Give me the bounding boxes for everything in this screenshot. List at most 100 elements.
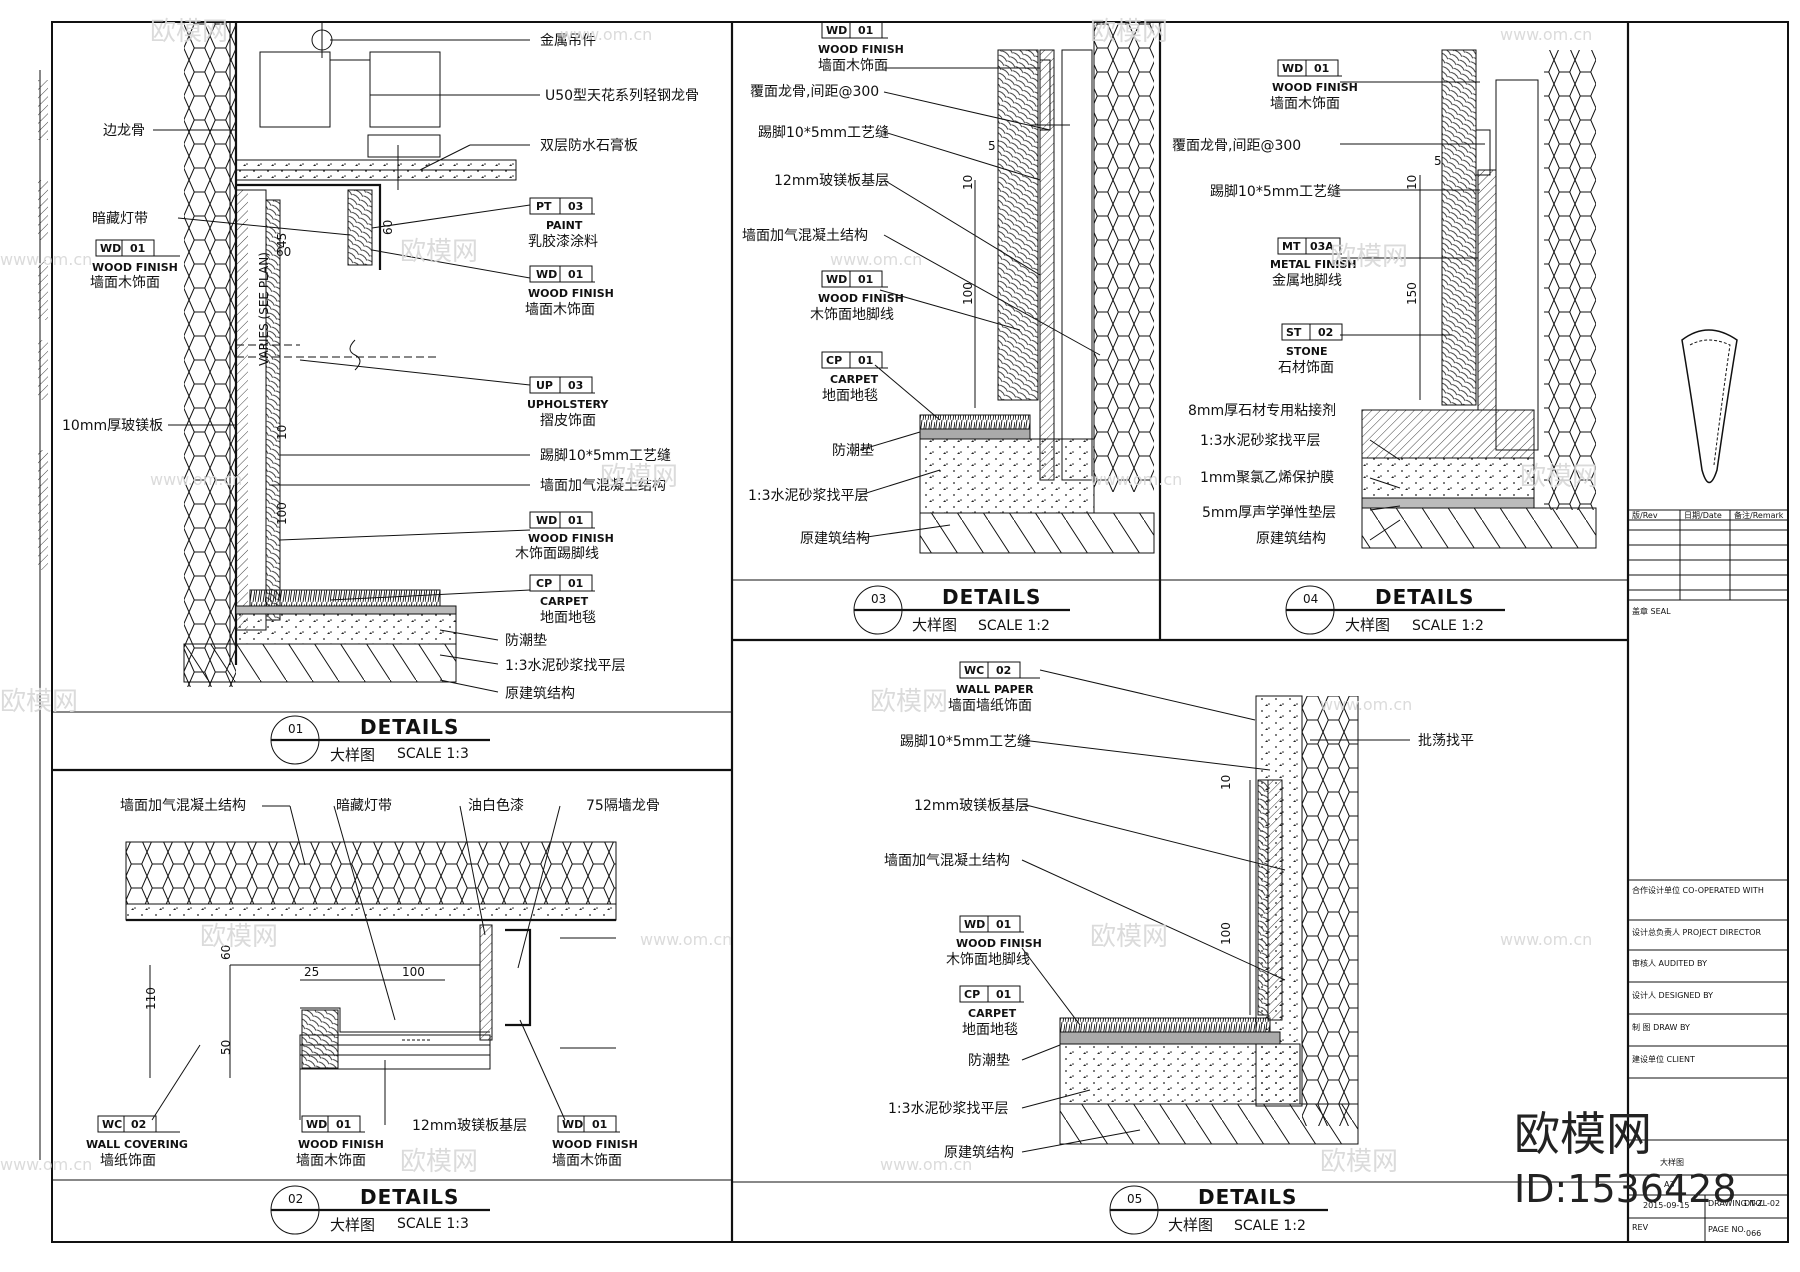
svg-text:设计人 DESIGNED BY: 设计人 DESIGNED BY <box>1632 990 1713 1000</box>
p3-label-gap: 踢脚10*5mm工艺缝 <box>758 125 889 141</box>
svg-text:01: 01 <box>288 722 303 736</box>
svg-text:墙面木饰面: 墙面木饰面 <box>525 302 595 318</box>
svg-text:欧模网: 欧模网 <box>0 687 78 717</box>
svg-text:SCALE 1:2: SCALE 1:2 <box>1234 1218 1306 1234</box>
svg-text:WOOD FINISH: WOOD FINISH <box>298 1138 384 1151</box>
p2-dim-100: 100 <box>402 965 425 979</box>
panel-05-title: 05 DETAILS 大样图 SCALE 1:2 <box>1109 1185 1328 1235</box>
svg-text:WC: WC <box>102 1118 122 1131</box>
svg-text:WD: WD <box>964 918 985 931</box>
svg-text:CARPET: CARPET <box>540 595 589 608</box>
svg-text:WOOD FINISH: WOOD FINISH <box>92 261 178 274</box>
svg-text:WOOD FINISH: WOOD FINISH <box>528 287 614 300</box>
svg-text:PT: PT <box>536 200 552 213</box>
panel-04-title: 04 DETAILS 大样图 SCALE 1:2 <box>1285 585 1505 635</box>
p1-label-u50: U50型天花系列轻钢龙骨 <box>545 88 699 104</box>
svg-text:WD: WD <box>1282 62 1303 75</box>
svg-text:01: 01 <box>568 268 583 281</box>
svg-text:DETAILS: DETAILS <box>942 585 1041 609</box>
svg-text:WD: WD <box>306 1118 327 1131</box>
svg-text:CP: CP <box>826 354 842 367</box>
p1-label-mortar: 1:3水泥砂浆找平层 <box>505 658 626 674</box>
svg-text:02: 02 <box>288 1192 303 1206</box>
svg-text:01: 01 <box>130 242 145 255</box>
p4-label-mortar: 1:3水泥砂浆找平层 <box>1200 433 1321 449</box>
p5-label-moisture: 防潮垫 <box>968 1053 1010 1069</box>
svg-text:PAGE NO.: PAGE NO. <box>1708 1225 1746 1234</box>
svg-text:A3: A3 <box>1664 1180 1675 1189</box>
p1-label-hanger: 金属吊件 <box>540 33 596 49</box>
svg-text:www.om.cn: www.om.cn <box>1320 695 1412 714</box>
svg-text:01: 01 <box>592 1118 607 1131</box>
svg-text:大样图: 大样图 <box>912 616 957 634</box>
svg-text:www.om.cn: www.om.cn <box>150 470 242 489</box>
p4-tag-wood: WD 01 WOOD FINISH 墙面木饰面 <box>1270 59 1358 112</box>
svg-text:欧模网: 欧模网 <box>400 237 478 267</box>
svg-text:欧模网: 欧模网 <box>200 922 278 952</box>
svg-text:墙面木饰面: 墙面木饰面 <box>1270 96 1340 112</box>
svg-text:WALL COVERING: WALL COVERING <box>86 1138 188 1151</box>
svg-text:版/Rev: 版/Rev <box>1632 510 1658 520</box>
svg-text:地面地毯: 地面地毯 <box>962 1022 1018 1038</box>
p1-label-structure: 原建筑结构 <box>505 686 575 702</box>
svg-text:欧模网: 欧模网 <box>1090 17 1168 47</box>
svg-text:STONE: STONE <box>1286 345 1328 358</box>
svg-text:03A: 03A <box>1310 240 1334 253</box>
tb-seal: 盖章 SEAL <box>1632 606 1671 616</box>
svg-text:UPHOLSTERY: UPHOLSTERY <box>527 398 609 411</box>
svg-text:大样图: 大样图 <box>1168 1216 1213 1234</box>
svg-text:www.om.cn: www.om.cn <box>640 930 732 949</box>
svg-text:03: 03 <box>568 379 583 392</box>
panel-04: 5 10 150 覆面龙骨,间距@300 踢脚10*5mm工艺缝 8mm厚石材专… <box>1172 49 1597 635</box>
p4-label-acoustic: 5mm厚声学弹性垫层 <box>1202 505 1336 521</box>
p4-dim-10: 10 <box>1405 175 1419 190</box>
svg-text:欧模网: 欧模网 <box>150 17 228 47</box>
panel-05: 10 100 批荡找平 踢脚10*5mm工艺缝 12mm玻镁板基层 墙面加气混凝… <box>884 661 1474 1235</box>
p1-label-edge: 边龙骨 <box>103 123 145 139</box>
hex-wall <box>184 22 236 687</box>
p3-dim-100: 100 <box>961 282 975 305</box>
p1-dim-60a: 60 <box>276 245 291 259</box>
svg-text:02: 02 <box>1318 326 1333 339</box>
svg-text:木饰面地脚线: 木饰面地脚线 <box>810 307 894 323</box>
svg-text:www.om.cn: www.om.cn <box>1500 930 1592 949</box>
svg-text:WOOD FINISH: WOOD FINISH <box>1272 81 1358 94</box>
p2-dim-110: 110 <box>144 987 158 1010</box>
p3-label-mgo: 12mm玻镁板基层 <box>774 172 889 189</box>
svg-text:MT: MT <box>1282 240 1301 253</box>
p4-dim-150: 150 <box>1405 282 1419 305</box>
svg-text:建设单位 CLIENT: 建设单位 CLIENT <box>1632 1054 1695 1064</box>
svg-text:DETAILS: DETAILS <box>360 1185 459 1209</box>
svg-text:欧模网: 欧模网 <box>870 687 948 717</box>
p1-label-aac: 墙面加气混凝土结构 <box>540 478 666 494</box>
svg-text:欧模网: 欧模网 <box>600 462 678 492</box>
svg-text:WALL PAPER: WALL PAPER <box>956 683 1034 696</box>
p1-dim-45: 45 <box>275 233 289 248</box>
svg-text:WD: WD <box>826 273 847 286</box>
svg-text:www.om.cn: www.om.cn <box>1500 25 1592 44</box>
p2-label-light: 暗藏灯带 <box>336 798 392 814</box>
svg-text:01: 01 <box>1314 62 1329 75</box>
svg-text:CP: CP <box>964 988 980 1001</box>
svg-text:WOOD FINISH: WOOD FINISH <box>528 532 614 545</box>
svg-text:欧模网: 欧模网 <box>1320 1147 1398 1177</box>
p2-label-paint: 油白色漆 <box>468 797 524 814</box>
logo-id: ID:1536428 <box>1514 1167 1737 1211</box>
svg-text:01: 01 <box>996 918 1011 931</box>
svg-text:www.om.cn: www.om.cn <box>880 1155 972 1174</box>
svg-text:01: 01 <box>568 514 583 527</box>
svg-text:WD: WD <box>826 24 847 37</box>
svg-text:PAINT: PAINT <box>546 219 583 232</box>
svg-text:03: 03 <box>568 200 583 213</box>
svg-text:SCALE 1:2: SCALE 1:2 <box>978 618 1050 634</box>
svg-text:欧模网: 欧模网 <box>400 1147 478 1177</box>
svg-text:DRAWING NO.: DRAWING NO. <box>1708 1199 1764 1208</box>
